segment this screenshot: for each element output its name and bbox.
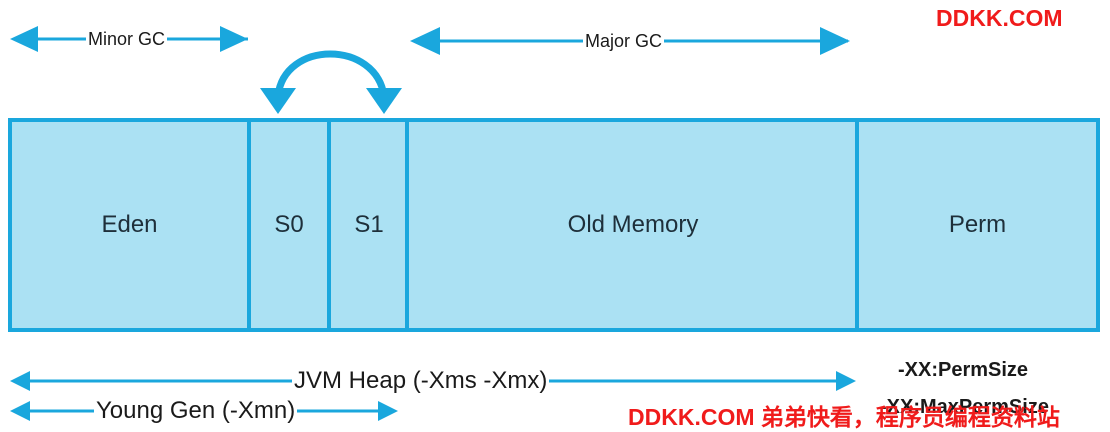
s1-region: S1: [327, 118, 411, 332]
watermark-top: DDKK.COM: [936, 5, 1063, 31]
watermark-bottom: DDKK.COM 弟弟快看，程序员编程资料站: [628, 404, 1060, 430]
old-memory-label: Old Memory: [567, 211, 699, 238]
survivor-swap-arrow: [260, 50, 402, 114]
jvm-heap-label: JVM Heap (-Xms -Xmx): [292, 367, 550, 394]
old-memory-region: Old Memory: [405, 118, 861, 332]
s1-label: S1: [354, 211, 384, 238]
perm-label: Perm: [948, 211, 1007, 238]
s0-label: S0: [274, 211, 304, 238]
perm-size-flag: -XX:PermSize: [898, 359, 1029, 381]
eden-label: Eden: [101, 211, 158, 238]
perm-region: Perm: [855, 118, 1100, 332]
eden-region: Eden: [8, 118, 251, 332]
max-perm-size-flag: -XX:MaxPermSize: [880, 396, 1049, 418]
s0-region: S0: [247, 118, 331, 332]
minor-gc-label: Minor GC: [86, 29, 168, 49]
major-gc-label: Major GC: [583, 31, 665, 51]
young-gen-label: Young Gen (-Xmn): [94, 397, 298, 424]
